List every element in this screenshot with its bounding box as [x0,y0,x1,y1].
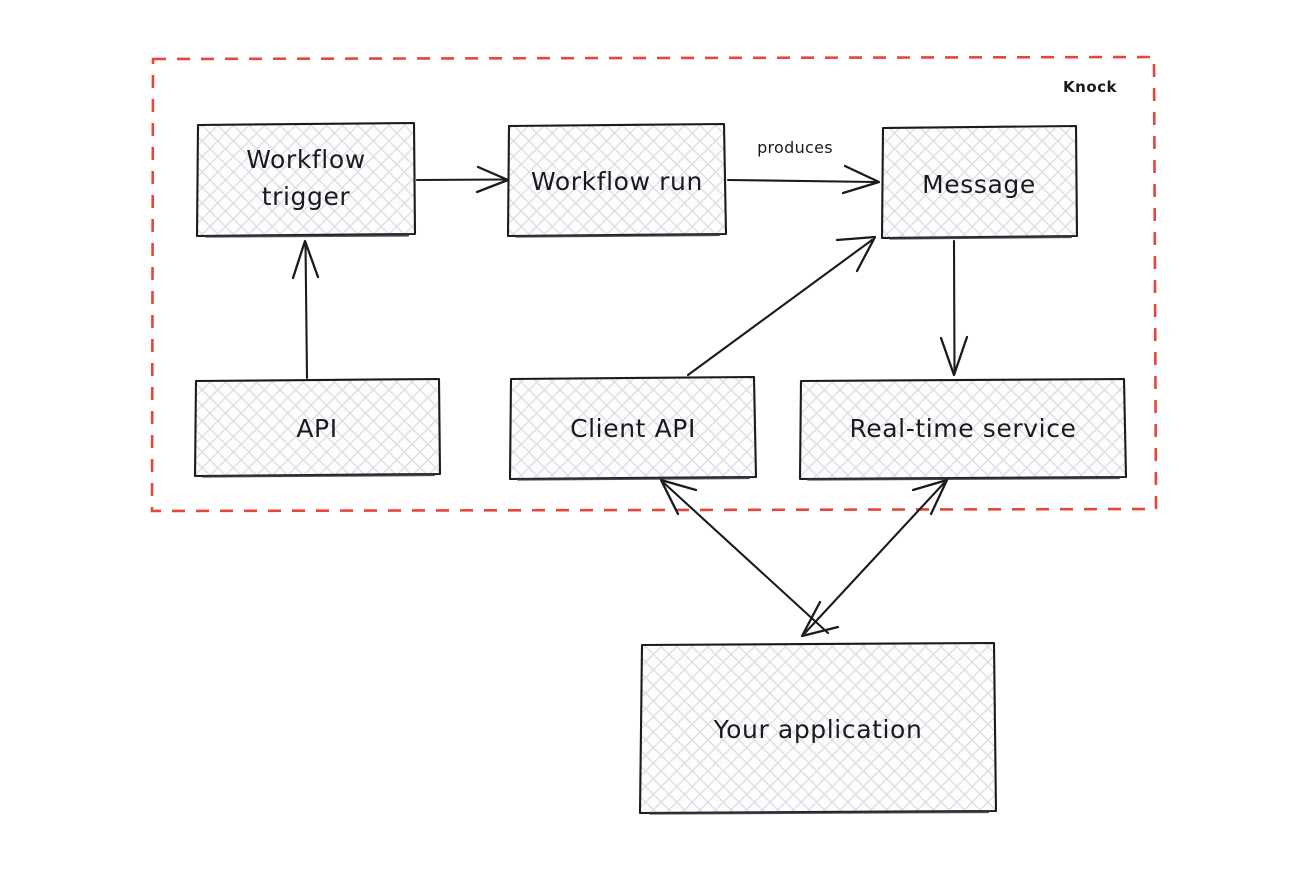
node-label-workflow-trigger-line2: trigger [262,182,351,211]
edge-your-application-to-client-api [659,478,830,635]
node-real-time-service[interactable]: Real-time service [798,377,1128,481]
edge-message-to-real-time-service [939,239,969,377]
edge-label-produces: produces [757,138,833,157]
node-label-api: API [296,414,337,443]
node-message[interactable]: Message [880,124,1079,240]
node-label-message: Message [922,170,1036,199]
edge-api-to-trigger [291,239,320,380]
node-label-workflow-run: Workflow run [531,167,703,196]
node-label-client-api: Client API [570,414,696,443]
edge-client-api-to-message [686,235,877,377]
node-api[interactable]: API [193,377,442,478]
knock-boundary: Knock [150,55,1158,513]
knock-boundary-label: Knock [1063,78,1117,96]
node-client-api[interactable]: Client API [508,375,758,481]
node-your-application[interactable]: Your application [638,641,998,815]
node-workflow-trigger[interactable]: Workflow trigger [195,121,417,238]
edge-trigger-to-run [415,165,510,194]
node-workflow-run[interactable]: Workflow run [506,122,728,238]
node-label-workflow-trigger-line1: Workflow [246,145,366,174]
edge-real-time-service-to-your-application [800,478,949,638]
node-label-your-application: Your application [713,715,923,744]
edge-run-to-message: produces [726,138,881,195]
node-label-real-time-service: Real-time service [849,414,1076,443]
